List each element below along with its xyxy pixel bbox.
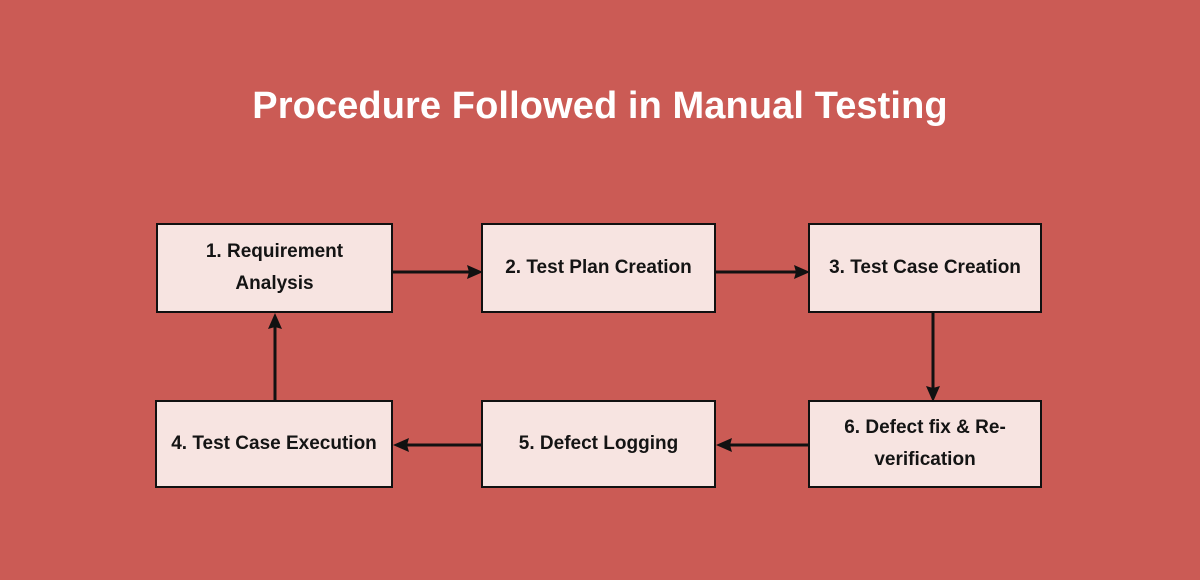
arrow-right-icon-2-to-3 bbox=[716, 265, 810, 279]
node-label: 1. Requirement Analysis bbox=[205, 241, 344, 294]
flowchart-node-test-case-creation[interactable]: 3. Test Case Creation bbox=[808, 223, 1042, 313]
arrow-left-icon-6-to-5 bbox=[716, 438, 810, 452]
page-title: Procedure Followed in Manual Testing bbox=[252, 85, 948, 127]
node-label: 6. Defect fix & Re-verification bbox=[844, 417, 1006, 470]
arrow-right-icon-1-to-2 bbox=[393, 265, 483, 279]
flowchart-node-requirement-analysis[interactable]: 1. Requirement Analysis bbox=[156, 223, 393, 313]
node-label: 4. Test Case Execution bbox=[171, 433, 377, 454]
flowchart-node-defect-logging[interactable]: 5. Defect Logging bbox=[481, 400, 716, 488]
arrow-left-icon-5-to-4 bbox=[393, 438, 483, 452]
arrow-up-icon-4-to-1 bbox=[268, 313, 282, 402]
flowchart-node-test-plan-creation[interactable]: 2. Test Plan Creation bbox=[481, 223, 716, 313]
node-label: 2. Test Plan Creation bbox=[505, 257, 692, 278]
flowchart-node-test-case-execution[interactable]: 4. Test Case Execution bbox=[155, 400, 393, 488]
flowchart-node-defect-fix-reverification[interactable]: 6. Defect fix & Re-verification bbox=[808, 400, 1042, 488]
node-label: 5. Defect Logging bbox=[518, 433, 679, 454]
node-label: 3. Test Case Creation bbox=[829, 257, 1021, 278]
arrow-down-icon-3-to-6 bbox=[926, 313, 940, 402]
